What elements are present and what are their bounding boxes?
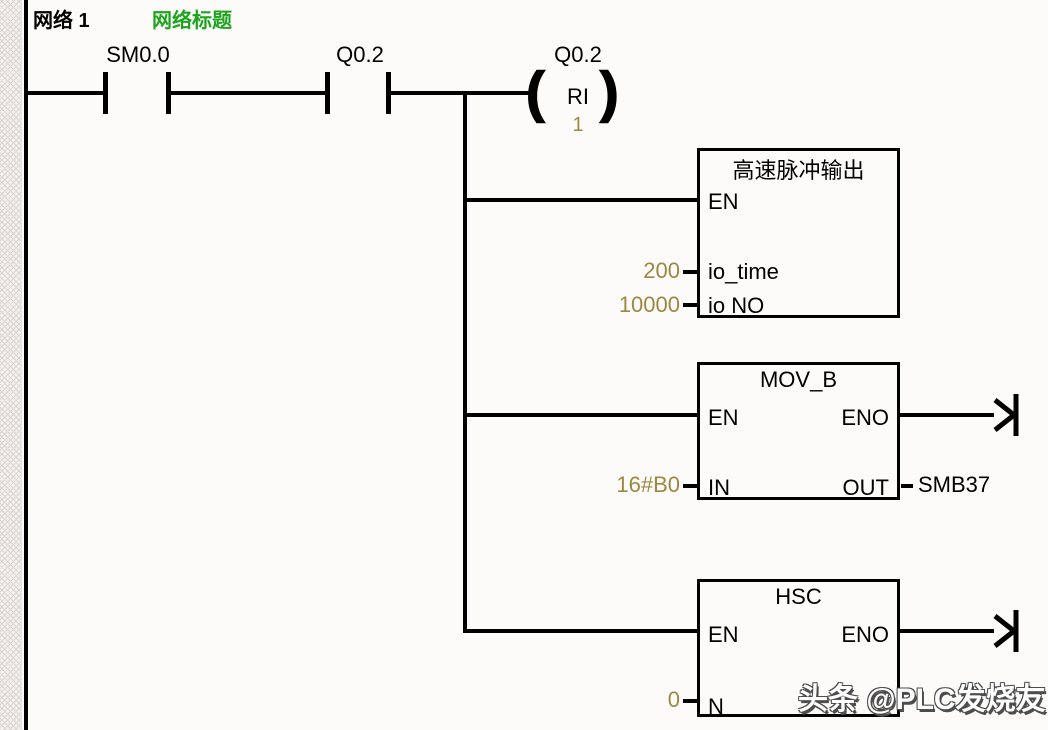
- pin-eno: ENO: [841, 405, 889, 430]
- block-hsc[interactable]: HSC EN ENO N: [697, 579, 900, 719]
- wire-branch-to-hsc-block: [463, 629, 697, 633]
- contact-bar: [166, 72, 171, 114]
- contact-bar: [325, 72, 330, 114]
- pin-io-time: io_time: [708, 259, 779, 284]
- operand-in[interactable]: 16#B0: [616, 472, 680, 497]
- contact-q0-2[interactable]: Q0.2: [322, 42, 398, 114]
- wire-branch-to-pulse-block: [463, 198, 697, 202]
- coil-right-paren: ): [599, 60, 619, 123]
- wire-eno-hsc: [900, 629, 994, 633]
- contact-label[interactable]: SM0.0: [106, 42, 170, 67]
- pin-out: OUT: [842, 475, 889, 500]
- wire-rail-to-contact1: [28, 91, 105, 95]
- coil-reset-immediate-q0-2[interactable]: Q0.2 ( ) RI 1: [520, 42, 636, 144]
- pin-en: EN: [708, 405, 739, 430]
- network-title[interactable]: 网络标题: [152, 10, 232, 32]
- coil-mnemonic: RI: [567, 84, 589, 109]
- network-label[interactable]: 网络 1: [33, 10, 90, 32]
- pin-in: IN: [708, 475, 730, 500]
- block-mov-b[interactable]: MOV_B EN ENO IN OUT: [697, 362, 900, 500]
- pin-io-no: io NO: [708, 293, 765, 318]
- pin-en: EN: [708, 189, 739, 214]
- pin-tick: [683, 270, 697, 274]
- rung-open-arrow-icon: [993, 394, 1019, 436]
- left-gutter-texture: [0, 0, 22, 730]
- block-title: 高速脉冲输出: [732, 158, 865, 183]
- block-pulse-output[interactable]: 高速脉冲输出 EN io_time io NO: [697, 148, 900, 318]
- operand-io-no[interactable]: 10000: [618, 292, 680, 317]
- wire-contact2-to-coil: [391, 91, 532, 95]
- pin-eno: ENO: [841, 622, 889, 647]
- coil-operand[interactable]: 1: [572, 114, 584, 136]
- pin-tick: [683, 484, 697, 488]
- block-title: MOV_B: [759, 367, 838, 392]
- pin-n: N: [708, 694, 724, 719]
- block-title: HSC: [775, 584, 822, 609]
- pin-en: EN: [708, 622, 739, 647]
- wire-branch-to-movb-block: [463, 413, 697, 417]
- contact-sm0-0[interactable]: SM0.0: [100, 42, 176, 114]
- pin-tick: [683, 699, 697, 703]
- operand-n[interactable]: 0: [667, 687, 680, 712]
- contact-label[interactable]: Q0.2: [336, 42, 384, 67]
- coil-label[interactable]: Q0.2: [554, 42, 602, 67]
- watermark: 头条 @PLC发烧友: [798, 683, 1046, 716]
- coil-left-paren: (: [525, 60, 545, 123]
- power-rail: [24, 0, 28, 730]
- branch-wire-vertical: [463, 91, 467, 633]
- contact-bar: [103, 72, 108, 114]
- contact-bar: [386, 72, 391, 114]
- pin-tick: [683, 303, 697, 307]
- wire-contact1-to-contact2: [171, 91, 327, 95]
- operand-out[interactable]: SMB37: [918, 472, 991, 497]
- operand-io-time[interactable]: 200: [643, 258, 680, 283]
- pin-tick: [901, 484, 913, 488]
- wire-eno-movb: [900, 413, 994, 417]
- rung-open-arrow-icon: [993, 610, 1019, 652]
